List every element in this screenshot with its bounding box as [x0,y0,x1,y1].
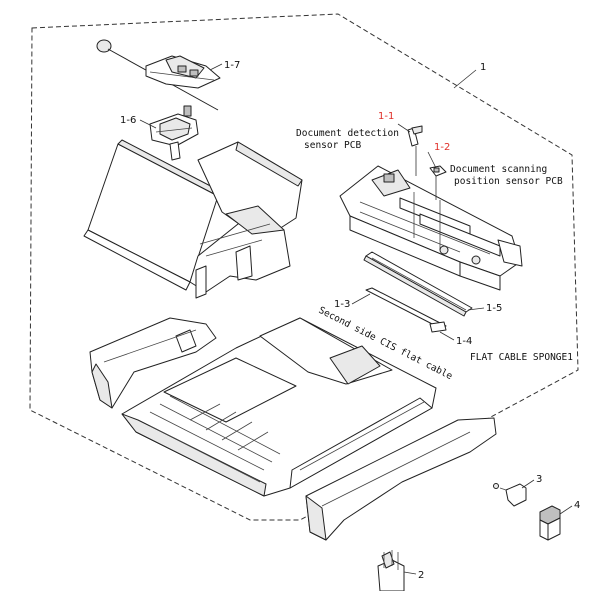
leader-1-3 [351,293,371,305]
callout-1: 1 [480,62,486,73]
base-lower-frame [121,317,437,497]
part-1-7-pickup-roller-assembly [96,39,221,111]
callout-1-1: 1-1 [378,111,394,122]
leader-2 [403,571,417,575]
document-feed-tray [83,139,303,299]
scanner-frame-assembly [339,165,523,291]
leader-3 [521,479,535,489]
leader-1-5 [467,307,485,311]
callout-1-3: 1-3 [334,299,350,310]
flat-cable-sponge-label: FLAT CABLE SPONGE1 [470,352,573,363]
left-side-cover [89,317,217,409]
callout-1-6: 1-6 [120,115,136,126]
doc-detection-label-line1: Document detection [296,128,399,139]
part-1-3-second-side-cis-flat-cable [365,287,447,329]
leader-1-6 [139,119,157,129]
part-2-hinge [377,550,405,591]
doc-scanning-label-line1: Document scanning [450,164,547,175]
leader-1-2 [427,151,437,169]
doc-detection-label-line2: sensor PCB [304,140,361,151]
part-1-6-separation-holder [149,105,199,161]
part-1-2-scanning-position-sensor-pcb [429,165,447,200]
leader-1-4 [439,331,455,341]
part-4-latch [539,505,561,541]
part-1-5-cis-unit [363,251,473,317]
leader-4 [559,505,573,515]
part-3-bracket [493,483,527,507]
part-1-4-flat-cable-sponge [429,321,447,333]
leader-1-7 [209,63,223,71]
callout-1-7: 1-7 [224,60,240,71]
right-side-cover [305,417,497,541]
leader-1-1 [397,123,411,133]
callout-1-2: 1-2 [434,142,450,153]
callout-1-5: 1-5 [486,303,502,314]
callout-1-4: 1-4 [456,336,472,347]
part-1-1-document-detection-sensor-pcb [407,125,423,176]
callout-2: 2 [418,570,424,581]
callout-4: 4 [574,500,580,511]
callout-3: 3 [536,474,542,485]
leader-lines [139,63,573,575]
doc-scanning-label-line2: position sensor PCB [454,176,563,187]
leader-1 [453,69,477,89]
